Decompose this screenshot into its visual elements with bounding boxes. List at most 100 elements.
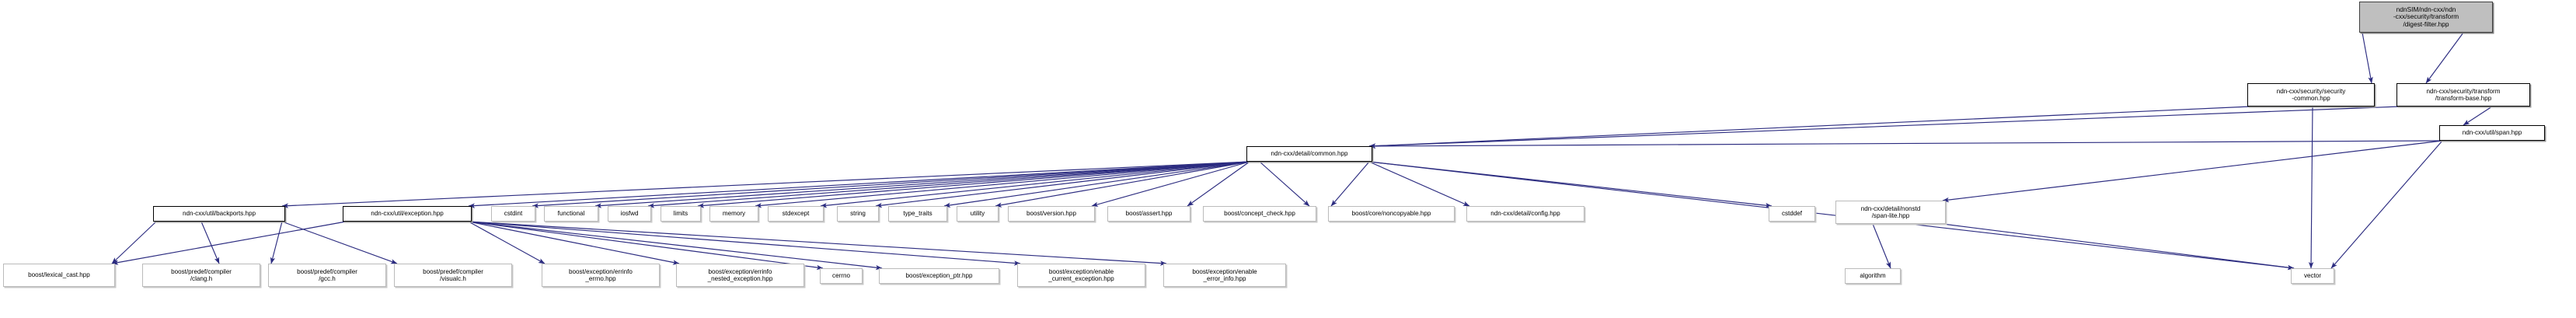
graph-node-label: boost/assert.hpp — [1125, 210, 1173, 218]
graph-node-cstdint[interactable]: cstdint — [491, 206, 535, 222]
graph-node-exception[interactable]: ndn-cxx/util/exception.hpp — [343, 206, 472, 222]
graph-node-errinfonested[interactable]: boost/exception/errinfo _nested_exceptio… — [676, 264, 804, 287]
graph-edge-exception-to-exceptionptr — [468, 221, 883, 271]
graph-edge-common-to-vector — [1368, 161, 2295, 271]
graph-node-utility[interactable]: utility — [957, 206, 999, 222]
graph-node-backports[interactable]: ndn-cxx/util/backports.hpp — [153, 206, 285, 222]
graph-node-label: ndn-cxx/detail/common.hpp — [1271, 150, 1348, 158]
graph-node-label: boost/version.hpp — [1027, 210, 1076, 218]
graph-node-label: cerrno — [832, 272, 850, 280]
graph-edge-backports-to-predefgcc — [270, 221, 283, 264]
graph-node-string[interactable]: string — [837, 206, 879, 222]
graph-node-label: string — [850, 210, 866, 218]
graph-edge-common-to-string — [875, 161, 1250, 208]
graph-node-label: functional — [557, 210, 585, 218]
graph-node-algorithm[interactable]: algorithm — [1845, 268, 1901, 284]
graph-node-label: cstdint — [504, 210, 523, 218]
graph-edge-common-to-utility — [995, 161, 1250, 208]
graph-node-label: ndn-cxx/detail/nonstd /span-lite.hpp — [1860, 204, 1921, 219]
graph-node-boostnoncopy[interactable]: boost/core/noncopyable.hpp — [1328, 206, 1455, 222]
graph-node-label: boost/exception/errinfo _nested_exceptio… — [707, 267, 773, 282]
graph-node-enableerrinfo[interactable]: boost/exception/enable _error_info.hpp — [1163, 264, 1286, 287]
graph-node-exceptionptr[interactable]: boost/exception_ptr.hpp — [879, 268, 999, 284]
graph-node-boostversion[interactable]: boost/version.hpp — [1008, 206, 1095, 222]
graph-node-lexicalcast[interactable]: boost/lexical_cast.hpp — [3, 264, 115, 287]
graph-node-memory[interactable]: memory — [709, 206, 758, 222]
graph-edge-utilspan-to-common — [1368, 140, 2443, 149]
graph-node-label: stdexcept — [782, 210, 810, 218]
graph-node-label: boost/exception/errinfo _errno.hpp — [569, 267, 633, 282]
graph-edge-common-to-exception — [468, 161, 1250, 208]
graph-node-predefclang[interactable]: boost/predef/compiler /clang.h — [142, 264, 260, 287]
graph-edge-seccommon-to-common — [1368, 106, 2251, 149]
graph-node-label: iosfwd — [620, 210, 639, 218]
graph-edge-exception-to-enableerrinfo — [468, 221, 1167, 266]
graph-edge-common-to-stdexcept — [820, 161, 1250, 208]
graph-node-label: cstddef — [1781, 210, 1803, 218]
graph-node-iosfwd[interactable]: iosfwd — [608, 206, 651, 222]
graph-edge-common-to-cstdint — [532, 161, 1250, 208]
graph-node-limits[interactable]: limits — [661, 206, 701, 222]
graph-node-label: limits — [673, 210, 688, 218]
graph-node-detailconfig[interactable]: ndn-cxx/detail/config.hpp — [1466, 206, 1584, 222]
graph-node-label: boost/concept_check.hpp — [1224, 210, 1295, 218]
graph-node-label: ndn-cxx/security/transform /transform-ba… — [2426, 87, 2501, 102]
graph-node-label: utility — [970, 210, 985, 218]
graph-node-label: boost/exception_ptr.hpp — [905, 272, 973, 280]
graph-node-label: vector — [2303, 272, 2322, 280]
graph-node-label: ndn-cxx/util/backports.hpp — [182, 210, 256, 218]
graph-edge-spanlite-to-algorithm — [1872, 223, 1891, 269]
graph-edge-utilspan-to-vector — [2330, 140, 2443, 269]
graph-node-common[interactable]: ndn-cxx/detail/common.hpp — [1246, 146, 1372, 162]
graph-node-predefgcc[interactable]: boost/predef/compiler /gcc.h — [268, 264, 386, 287]
graph-node-label: ndn-cxx/security/security -common.hpp — [2276, 87, 2346, 102]
graph-node-label: ndn-cxx/detail/config.hpp — [1490, 210, 1560, 218]
graph-node-typetraits[interactable]: type_traits — [888, 206, 947, 222]
graph-edge-exception-to-cerrno — [468, 221, 824, 271]
graph-node-label: boost/lexical_cast.hpp — [28, 271, 90, 279]
graph-edge-root-to-seccommon — [2362, 32, 2373, 84]
graph-edge-common-to-boostconcept — [1259, 161, 1310, 207]
graph-node-boostconcept[interactable]: boost/concept_check.hpp — [1203, 206, 1316, 222]
graph-edge-common-to-limits — [697, 161, 1250, 208]
graph-edge-common-to-boostversion — [1091, 161, 1250, 207]
graph-node-label: boost/exception/enable _current_exceptio… — [1048, 267, 1114, 282]
graph-edge-seccommon-to-vector — [2308, 106, 2314, 269]
graph-node-label: boost/predef/compiler /gcc.h — [297, 267, 357, 282]
graph-node-vector[interactable]: vector — [2291, 268, 2334, 284]
graph-edge-utilspan-to-spanlite — [1942, 140, 2443, 203]
graph-node-spanlite[interactable]: ndn-cxx/detail/nonstd /span-lite.hpp — [1835, 201, 1946, 224]
graph-node-utilspan[interactable]: ndn-cxx/util/span.hpp — [2439, 125, 2545, 141]
graph-node-predefvisualc[interactable]: boost/predef/compiler /visualc.h — [394, 264, 512, 287]
graph-node-cstddef[interactable]: cstddef — [1769, 206, 1815, 222]
graph-node-stdexcept[interactable]: stdexcept — [768, 206, 824, 222]
graph-node-root[interactable]: ndnSIM/ndn-cxx/ndn -cxx/security/transfo… — [2359, 2, 2493, 33]
graph-edge-backports-to-predefvisualc — [281, 221, 398, 264]
graph-node-transformbase[interactable]: ndn-cxx/security/transform /transform-ba… — [2396, 83, 2530, 107]
graph-node-cerrno[interactable]: cerrno — [820, 268, 863, 284]
graph-edge-common-to-backports — [281, 161, 1250, 208]
graph-edge-root-to-transformbase — [2425, 32, 2464, 84]
graph-node-label: algorithm — [1860, 272, 1886, 280]
graph-node-label: type_traits — [903, 210, 932, 218]
graph-node-enablecurrent[interactable]: boost/exception/enable _current_exceptio… — [1017, 264, 1145, 287]
graph-edge-common-to-cstddef — [1368, 161, 1773, 208]
graph-edge-exception-to-errinfonested — [468, 221, 680, 265]
graph-node-errinfoerrno[interactable]: boost/exception/errinfo _errno.hpp — [542, 264, 660, 287]
graph-edge-transformbase-to-utilspan — [2463, 106, 2493, 126]
graph-node-label: ndnSIM/ndn-cxx/ndn -cxx/security/transfo… — [2393, 5, 2459, 28]
graph-edge-exception-to-enablecurrent — [468, 221, 1021, 266]
graph-edge-common-to-memory — [755, 161, 1250, 208]
graph-node-boostassert[interactable]: boost/assert.hpp — [1107, 206, 1190, 222]
graph-node-label: boost/exception/enable _error_info.hpp — [1192, 267, 1257, 282]
graph-node-label: boost/predef/compiler /visualc.h — [423, 267, 483, 282]
graph-edge-exception-to-errinfoerrno — [468, 221, 546, 264]
graph-edge-common-to-boostassert — [1187, 161, 1250, 207]
graph-node-functional[interactable]: functional — [544, 206, 598, 222]
graph-edge-exception-to-lexicalcast — [111, 221, 347, 265]
graph-edge-common-to-iosfwd — [647, 161, 1250, 208]
graph-node-seccommon[interactable]: ndn-cxx/security/security -common.hpp — [2247, 83, 2375, 107]
graph-edge-common-to-functional — [594, 161, 1250, 208]
